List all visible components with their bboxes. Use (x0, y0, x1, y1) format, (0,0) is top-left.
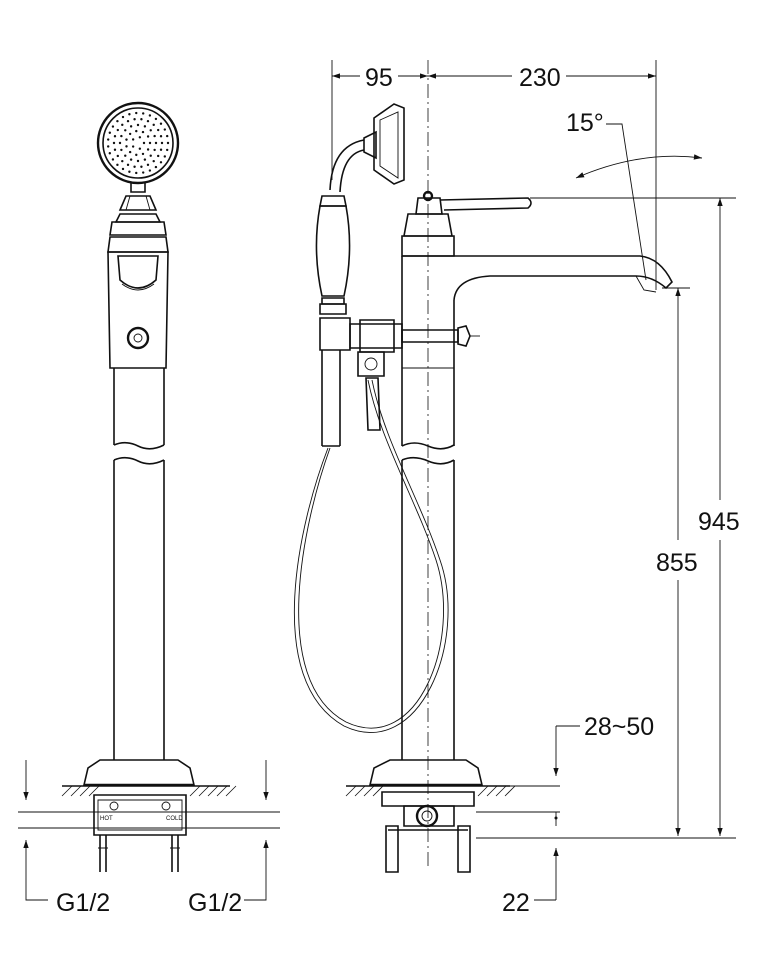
dim-22: 22 (502, 889, 530, 917)
inlet-size-left: G1/2 (56, 889, 110, 917)
dim-945: 945 (698, 508, 740, 536)
dim-28-50: 28~50 (584, 713, 654, 741)
side-view (293, 60, 673, 873)
side-dim-lines (331, 60, 736, 901)
cold-label: COLD (166, 816, 183, 822)
front-view: HOT COLD (61, 101, 237, 872)
dim-95: 95 (365, 64, 393, 92)
inlet-size-right: G1/2 (188, 889, 242, 917)
dim-angle: 15° (566, 109, 604, 137)
front-dim-lines (18, 760, 280, 901)
hot-label: HOT (100, 816, 113, 822)
dim-230: 230 (519, 64, 561, 92)
shower-head-front (96, 101, 180, 211)
dim-855: 855 (656, 549, 698, 577)
